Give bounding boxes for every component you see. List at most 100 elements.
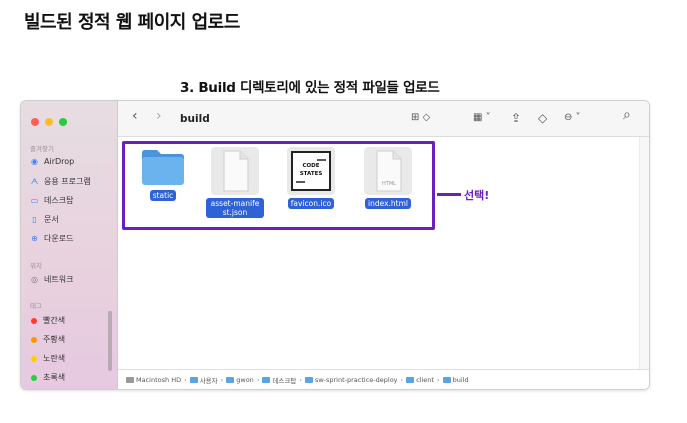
- folder-icon: [406, 376, 415, 383]
- folder-title: build: [180, 113, 210, 125]
- folder-icon: [142, 150, 184, 185]
- path-separator: ›: [400, 375, 404, 384]
- sidebar-item-desktop[interactable]: ▭ 데스크탑: [30, 195, 74, 206]
- action-menu-button[interactable]: ⊖ ˅: [564, 112, 581, 123]
- search-button[interactable]: ⌕: [623, 107, 631, 123]
- file-name: index.html: [365, 198, 411, 209]
- html-file-icon: HTML: [364, 147, 412, 195]
- callout-line: [437, 193, 461, 196]
- sidebar-item-label: 초록색: [43, 373, 66, 382]
- green-tag-icon: [31, 374, 37, 381]
- ico-thumb-text-top: CODE: [302, 163, 319, 169]
- sidebar-item-label: 데스크탑: [44, 196, 74, 205]
- content-scrollbar[interactable]: [639, 137, 649, 369]
- path-crumb-label: sw-sprint-practice-deploy: [314, 375, 398, 384]
- path-crumb-gwon[interactable]: gwon: [226, 376, 254, 384]
- ico-thumb-text-bottom: STATES: [300, 171, 323, 177]
- path-crumb-label: Macintosh HD: [136, 375, 182, 384]
- sidebar-item-downloads[interactable]: ⊕ 다운로드: [30, 233, 73, 244]
- path-separator: ›: [299, 375, 302, 384]
- forward-button[interactable]: ›: [156, 108, 162, 124]
- file-name: favicon.ico: [287, 198, 335, 209]
- path-crumb-label: build: [452, 375, 469, 384]
- sidebar-item-label: 빨간색: [43, 316, 66, 325]
- file-name: static: [149, 190, 177, 201]
- share-button[interactable]: ⇪: [511, 111, 522, 125]
- sidebar-item-label: 네트워크: [44, 275, 74, 284]
- window-controls: [31, 118, 67, 126]
- download-icon: ⊕: [31, 233, 38, 243]
- file-item-static[interactable]: static: [133, 147, 193, 201]
- view-options-button[interactable]: ⊞ ◇: [411, 112, 431, 123]
- locations-section-label: 위치: [30, 262, 42, 270]
- path-crumb-label: 사용자: [199, 376, 218, 385]
- json-document-icon: [211, 147, 259, 195]
- selection-highlight-box: [122, 141, 435, 230]
- sidebar-tag-orange[interactable]: 주황색: [30, 334, 65, 345]
- path-crumb-build[interactable]: build: [442, 375, 469, 384]
- path-crumb-client[interactable]: client: [406, 376, 434, 384]
- zoom-window-button[interactable]: [59, 118, 67, 126]
- close-window-button[interactable]: [31, 118, 39, 126]
- step-caption: 3. Build 디렉토리에 있는 정적 파일들 업로드: [180, 80, 440, 96]
- minimize-window-button[interactable]: [45, 118, 53, 126]
- path-crumb-macintosh-hd[interactable]: Macintosh HD: [126, 376, 181, 384]
- sidebar-item-label: 문서: [44, 215, 59, 224]
- folder-icon: [442, 376, 451, 383]
- path-crumb-label: client: [416, 375, 434, 384]
- folder-icon: [189, 376, 198, 383]
- path-crumb-desktop[interactable]: 데스크탑: [262, 375, 296, 385]
- applications-icon: ᗅ: [30, 176, 39, 186]
- file-name: asset-manifest.json: [206, 198, 264, 218]
- orange-tag-icon: [31, 336, 37, 343]
- html-thumb-text: HTML: [382, 181, 396, 187]
- sidebar-tag-green[interactable]: 초록색: [30, 372, 65, 383]
- finder-window: 즐겨찾기 ◉ AirDrop ᗅ 응용 프로그램 ▭ 데스크탑 ▯ 문서 ⊕ 다…: [20, 100, 650, 390]
- sidebar-tag-red[interactable]: 빨간색: [30, 315, 65, 326]
- sidebar-item-applications[interactable]: ᗅ 응용 프로그램: [30, 176, 91, 187]
- path-crumb-users[interactable]: 사용자: [189, 375, 218, 385]
- finder-toolbar: ‹ › build ⊞ ◇ ▦ ˅ ⇪ ◇ ⊖ ˅ ⌕: [118, 101, 649, 137]
- sidebar-item-label: 응용 프로그램: [44, 177, 91, 186]
- callout-text: 선택!: [464, 189, 490, 202]
- folder-icon: [262, 376, 271, 383]
- favorites-section-label: 즐겨찾기: [30, 145, 54, 153]
- sidebar-item-documents[interactable]: ▯ 문서: [30, 214, 59, 225]
- path-separator: ›: [256, 375, 260, 384]
- document-icon: ▯: [32, 214, 37, 224]
- sidebar-item-label: 노란색: [43, 354, 66, 363]
- page-heading: 빌드된 정적 웹 페이지 업로드: [24, 12, 240, 33]
- yellow-tag-icon: [31, 355, 37, 362]
- folder-icon: [226, 376, 235, 383]
- file-area: static asset-manifest.json CODE STATES: [118, 137, 649, 369]
- sidebar-item-network[interactable]: ◎ 네트워크: [30, 274, 73, 285]
- path-crumb-label: gwon: [236, 375, 254, 384]
- red-tag-icon: [31, 317, 37, 324]
- finder-sidebar: 즐겨찾기 ◉ AirDrop ᗅ 응용 프로그램 ▭ 데스크탑 ▯ 문서 ⊕ 다…: [21, 101, 118, 389]
- file-item-favicon[interactable]: CODE STATES favicon.ico: [281, 147, 341, 209]
- path-crumb-sw-sprint-practice-deploy[interactable]: sw-sprint-practice-deploy: [304, 375, 398, 384]
- sidebar-item-label: AirDrop: [44, 157, 75, 166]
- path-crumb-label: 데스크탑: [272, 376, 297, 385]
- back-button[interactable]: ‹: [132, 108, 138, 124]
- folder-icon: [304, 376, 313, 383]
- file-item-index-html[interactable]: HTML index.html: [358, 147, 418, 209]
- sidebar-item-label: 다운로드: [44, 234, 74, 243]
- ico-file-icon: CODE STATES: [287, 147, 335, 195]
- group-button[interactable]: ▦ ˅: [473, 112, 491, 123]
- path-separator: ›: [220, 375, 224, 384]
- file-item-asset-manifest[interactable]: asset-manifest.json: [205, 147, 265, 218]
- tag-button[interactable]: ◇: [538, 111, 548, 125]
- finder-main: ‹ › build ⊞ ◇ ▦ ˅ ⇪ ◇ ⊖ ˅ ⌕ static: [118, 101, 649, 389]
- path-separator: ›: [184, 375, 187, 384]
- sidebar-item-label: 주황색: [43, 335, 66, 344]
- tags-section-label: 태그: [30, 302, 42, 310]
- sidebar-tag-yellow[interactable]: 노란색: [30, 353, 65, 364]
- sidebar-item-airdrop[interactable]: ◉ AirDrop: [30, 157, 74, 166]
- network-icon: ◎: [31, 274, 38, 284]
- desktop-icon: ▭: [30, 195, 39, 205]
- sidebar-scrollbar[interactable]: [108, 311, 112, 371]
- path-separator: ›: [436, 375, 440, 384]
- airdrop-icon: ◉: [31, 156, 38, 166]
- disk-icon: [126, 376, 134, 383]
